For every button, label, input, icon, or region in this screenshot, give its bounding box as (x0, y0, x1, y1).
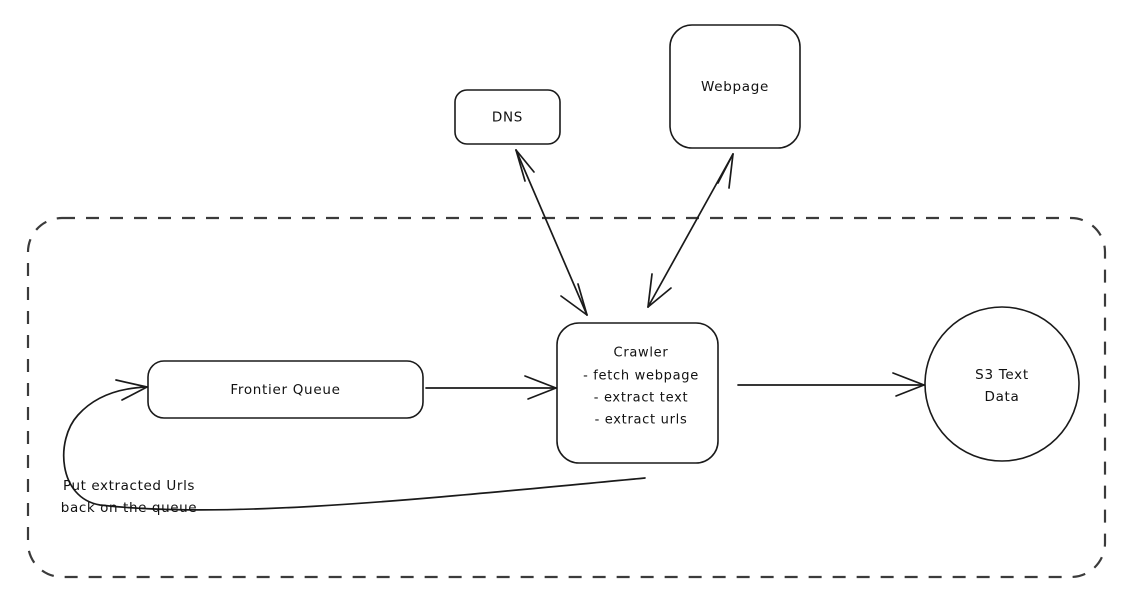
frontier-queue-node-label: Frontier Queue (230, 382, 340, 398)
crawler-node-item-fetch-webpage: - fetch webpage (583, 369, 699, 384)
webpage-node-label: Webpage (701, 79, 769, 95)
edge-crawler-webpage (647, 153, 734, 308)
s3-text-data-node-label-line1: S3 Text (975, 367, 1029, 383)
feedback-label-line2: back on the queue (61, 500, 197, 516)
dns-node-label: DNS (492, 110, 523, 126)
s3-text-data-node-label-line2: Data (984, 389, 1019, 405)
s3-text-data-node[interactable]: S3 Text Data (924, 306, 1080, 462)
crawler-node-title: Crawler (614, 346, 669, 361)
crawler-node-item-extract-text: - extract text (594, 391, 689, 406)
edge-queue-crawler (425, 375, 557, 400)
edge-crawler-queue-feedback-label: Put extracted Urls back on the queue (61, 478, 197, 516)
edge-crawler-queue-feedback (62, 379, 646, 511)
webpage-node[interactable]: Webpage (669, 24, 801, 149)
feedback-label-line1: Put extracted Urls (63, 478, 195, 494)
edge-crawler-dns (515, 149, 588, 316)
dns-node[interactable]: DNS (454, 89, 561, 145)
frontier-queue-node[interactable]: Frontier Queue (147, 360, 424, 419)
crawler-node-item-extract-urls: - extract urls (595, 413, 688, 428)
crawler-node[interactable]: Crawler - fetch webpage - extract text -… (556, 322, 719, 464)
edge-crawler-s3 (737, 372, 925, 397)
crawler-system-boundary (26, 216, 1107, 579)
